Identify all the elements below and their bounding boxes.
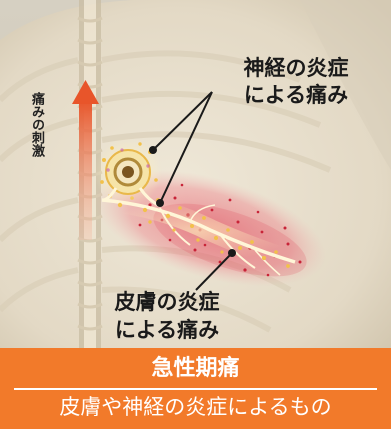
- leader-dot-skin: [228, 249, 236, 257]
- banner-title: 急性期痛: [0, 354, 391, 384]
- nerve-inflammation-label: 神経の炎症による痛み: [206, 55, 386, 109]
- leader-dot-ganglion: [149, 146, 157, 154]
- leader-dot-nerve: [156, 199, 164, 207]
- banner-subtitle: 皮膚や神経の炎症によるもの: [0, 392, 391, 422]
- pain-stimulus-label: 痛みの刺激: [26, 92, 44, 157]
- banner-divider: [14, 388, 377, 390]
- skin-inflammation-label: 皮膚の炎症による痛み: [72, 288, 262, 344]
- acute-pain-banner: 急性期痛 皮膚や神経の炎症によるもの: [0, 348, 391, 429]
